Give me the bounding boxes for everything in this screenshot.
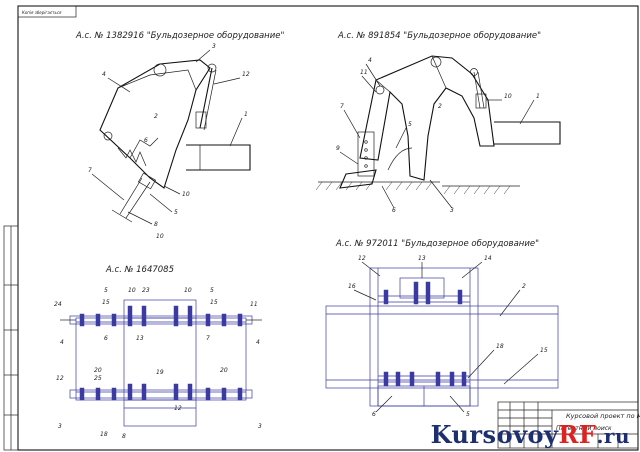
title-block-sheet: Патентный поиск [556, 425, 612, 432]
leader-bl-3a: 3 [58, 423, 62, 430]
drawing-title-tr: А.с. № 891854 "Бульдозерное оборудование… [337, 31, 541, 41]
watermark-text: KursovoyRF.ru [431, 420, 630, 449]
drawing-title-bl: А.с. № 1647085 [105, 265, 174, 275]
leader-bl-23: 23 [142, 287, 150, 294]
leader-bl-11: 11 [250, 301, 258, 308]
leader-br-5: 5 [466, 411, 470, 418]
leader-tl-12: 12 [242, 71, 250, 78]
leader-tr-5: 5 [408, 121, 412, 128]
leader-br-6: 6 [372, 411, 376, 418]
leader-tl-2: 2 [154, 113, 158, 120]
leader-br-12: 12 [358, 255, 366, 262]
drawing-title-tl: А.с. № 1382916 "Бульдозерное оборудовани… [75, 31, 284, 41]
leader-bl-12a: 12 [56, 375, 64, 382]
leader-bl-20b: 20 [220, 367, 228, 374]
leader-tl-1: 1 [244, 111, 248, 118]
leader-tr-11: 11 [360, 69, 368, 76]
leader-br-14: 14 [484, 255, 492, 262]
drawing-top-right: А.с. № 891854 "Бульдозерное оборудование… [315, 31, 561, 195]
leader-br-16: 16 [348, 283, 356, 290]
leader-bl-7: 7 [206, 335, 210, 342]
leader-bl-10a: 10 [128, 287, 136, 294]
leader-bl-13: 13 [136, 335, 144, 342]
leader-bl-12b: 12 [174, 405, 182, 412]
watermark-suffix: .ru [596, 424, 630, 448]
leader-tl-6: 6 [144, 137, 148, 144]
leader-tr-2: 2 [438, 103, 442, 110]
leader-bl-4a: 4 [60, 339, 64, 346]
leader-tr-7: 7 [340, 103, 344, 110]
leader-tr-3: 3 [450, 207, 454, 214]
leader-tr-1: 1 [536, 93, 540, 100]
leader-tl-7: 7 [88, 167, 92, 174]
corner-stamp: Копія зберігається [22, 10, 62, 15]
leader-bl-3b: 3 [258, 423, 262, 430]
leader-br-13: 13 [418, 255, 426, 262]
leader-bl-24: 24 [54, 301, 62, 308]
title-block [497, 401, 639, 449]
leader-tr-6: 6 [392, 207, 396, 214]
leader-tl-10b: 10 [156, 233, 164, 240]
drawing-title-br: А.с. № 972011 "Бульдозерное оборудование… [335, 239, 539, 249]
leader-tl-5: 5 [174, 209, 178, 216]
leader-tl-4: 4 [102, 71, 106, 78]
drawing-bottom-left: А.с. № 1647085 [60, 265, 262, 427]
leader-tr-4: 4 [368, 57, 372, 64]
leader-bl-5a: 5 [104, 287, 108, 294]
watermark: KursovoyRF.ru [402, 420, 638, 451]
leader-tl-10a: 10 [182, 191, 190, 198]
leader-bl-20a: 20 [94, 367, 102, 374]
leader-labels: 3 12 4 1 2 6 7 10 5 8 10 4 11 10 1 7 2 5… [54, 43, 548, 440]
leader-bl-5b: 5 [210, 287, 214, 294]
leader-lines [91, 49, 539, 413]
leader-bl-19: 19 [156, 369, 164, 376]
sheet-frame [3, 5, 639, 451]
leader-bl-6: 6 [104, 335, 108, 342]
drawing-top-left: А.с. № 1382916 "Бульдозерное оборудовани… [75, 31, 284, 223]
leader-br-2: 2 [522, 283, 526, 290]
leader-tl-3: 3 [212, 43, 216, 50]
leader-bl-18: 18 [100, 431, 108, 438]
leader-tl-8: 8 [154, 221, 158, 228]
leader-bl-10b: 10 [184, 287, 192, 294]
watermark-accent: RF [558, 420, 597, 449]
title-block-project: Курсовой проект по МЗР [566, 412, 640, 420]
leader-bl-25: 25 [94, 375, 102, 382]
watermark-main: Kursovoy [430, 420, 559, 449]
leader-br-18: 18 [496, 343, 504, 350]
leader-bl-15a: 15 [102, 299, 110, 306]
leader-bl-8: 8 [122, 433, 126, 440]
leader-bl-4b: 4 [256, 339, 260, 346]
leader-tr-9: 9 [336, 145, 340, 152]
drawing-bottom-right: А.с. № 972011 "Бульдозерное оборудование… [325, 239, 559, 407]
leader-tr-10: 10 [504, 93, 512, 100]
leader-br-15: 15 [540, 347, 548, 354]
leader-bl-15b: 15 [210, 299, 218, 306]
